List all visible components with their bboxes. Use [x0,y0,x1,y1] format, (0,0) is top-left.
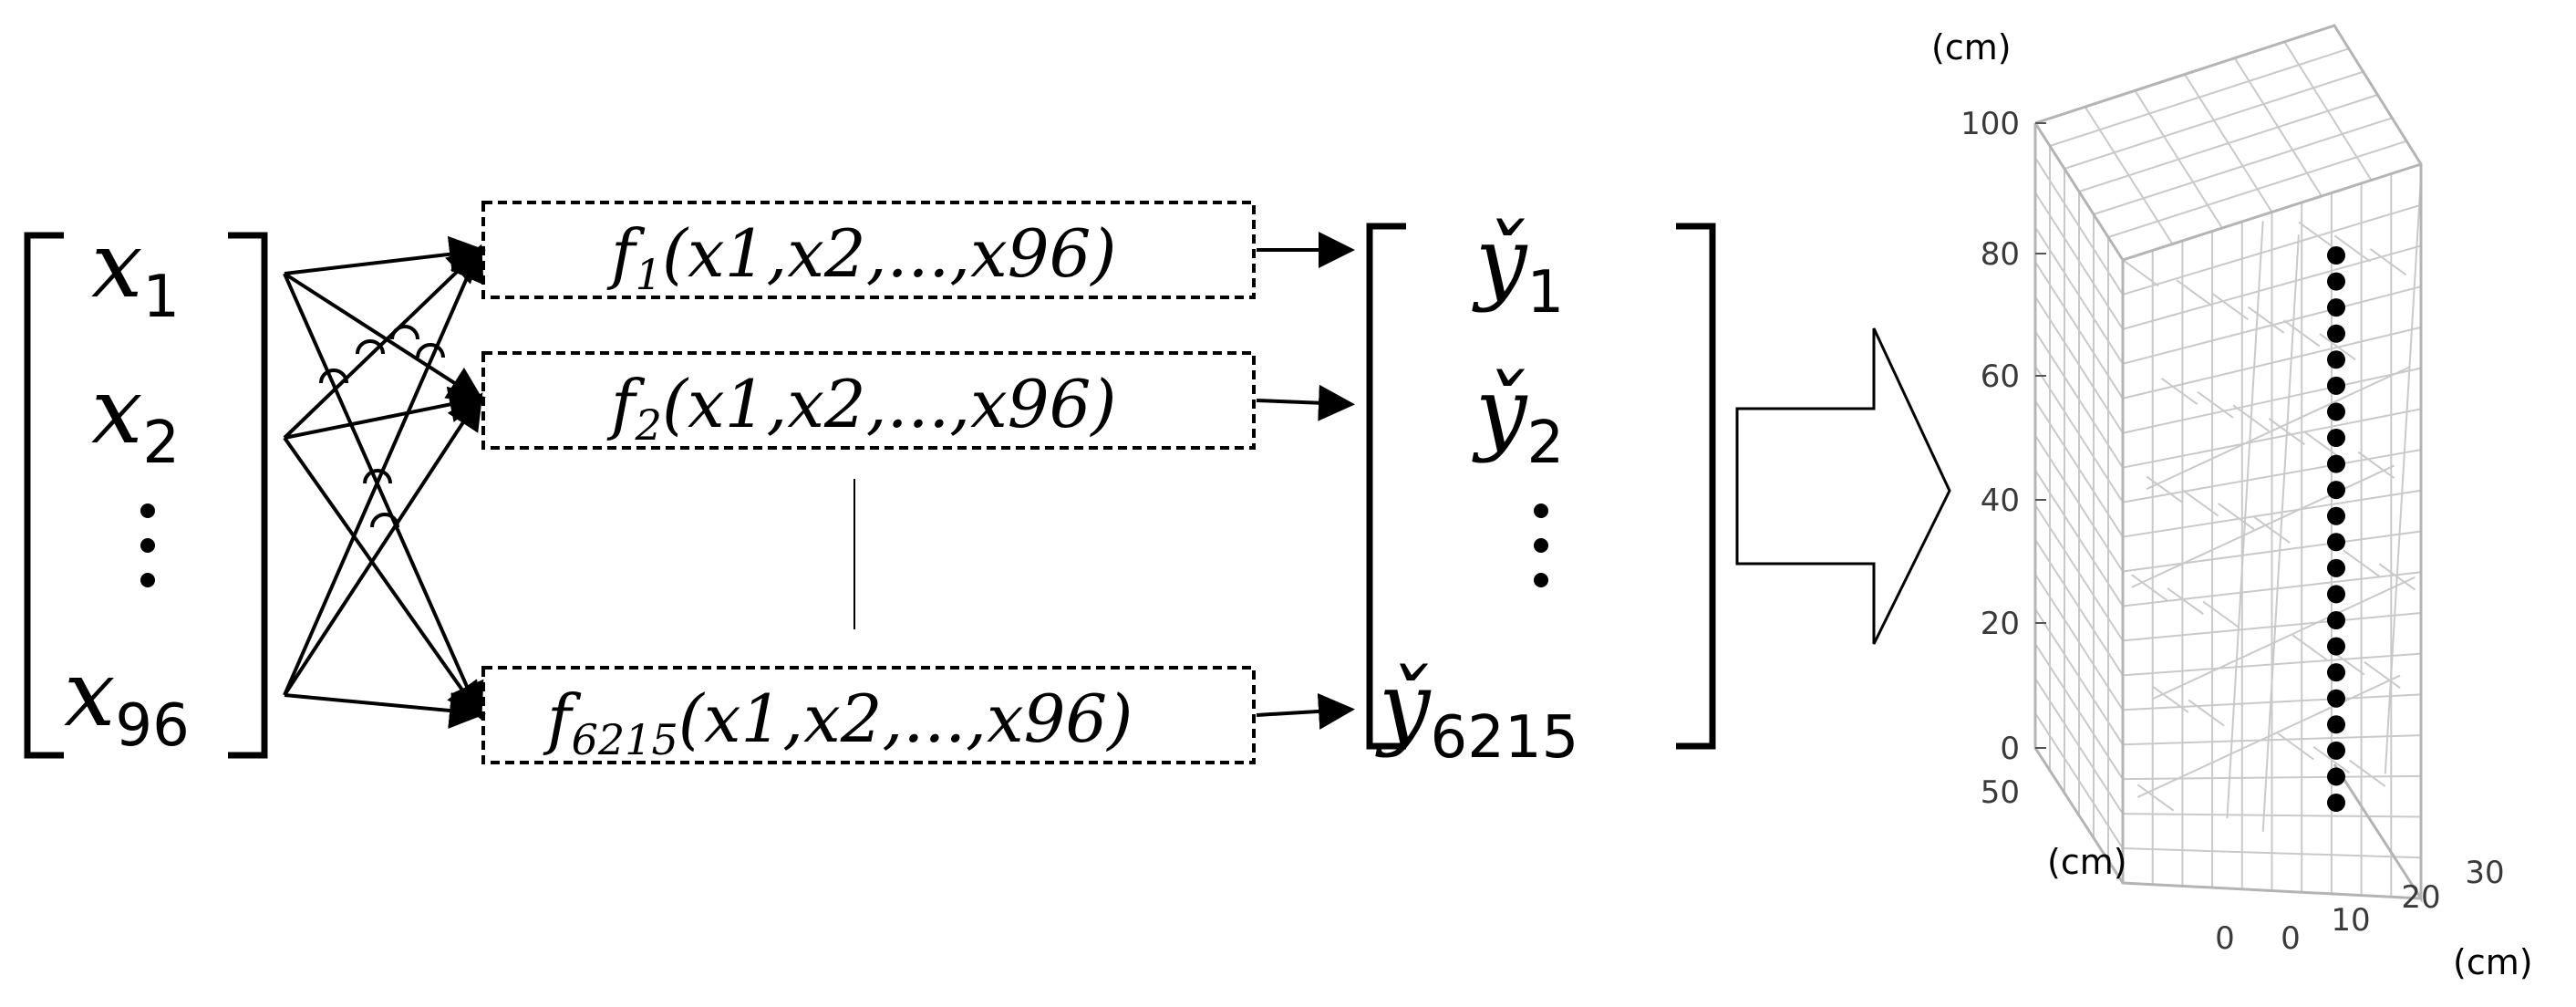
function-box-6215: f6215(x1,x2,...,x96) [481,666,1256,764]
mesh-plot: 100 80 60 40 20 0 (cm) 50 0 (cm) 0 10 20… [1931,24,2533,982]
output-y6215: y̌6215 [1375,652,1578,772]
sensor-point [2327,794,2345,812]
z-tick-40: 40 [1981,483,2020,519]
output-vertical-ellipsis [1534,504,1548,587]
input-left-bracket [24,232,64,759]
z-axis: 100 80 60 40 20 0 (cm) [1931,27,2046,767]
function-2-label: f2(x1,x2,...,x96) [606,366,1117,450]
output-y2: y̌2 [1472,358,1564,477]
sensor-point [2327,663,2345,682]
sensor-point [2327,324,2345,343]
z-axis-unit: (cm) [1931,27,2012,67]
mesh-box-edges [2033,24,2423,904]
z-tick-60: 60 [1981,358,2020,395]
function-box-1: f1(x1,x2,...,x96) [481,201,1256,299]
sensor-point [2327,246,2345,265]
sensor-point-column [2327,246,2345,812]
x-tick-30: 30 [2465,855,2504,891]
sensor-point [2327,376,2345,395]
sensor-point [2327,429,2345,447]
sensor-point [2327,585,2345,604]
function-box-2: f2(x1,x2,...,x96) [481,351,1256,450]
mesh-wireframe [2034,41,2422,898]
function-1-label: f1(x1,x2,...,x96) [606,215,1117,299]
mapping-arrow [1735,327,1951,645]
sensor-point [2327,611,2345,629]
function-output-arrows [1256,232,1355,730]
input-x2: x2 [91,358,180,477]
sensor-point [2327,715,2345,734]
y-axis-unit: (cm) [2047,842,2127,882]
output-y1: y̌1 [1472,207,1564,327]
z-tick-0: 0 [2000,731,2020,767]
sensor-point [2327,558,2345,577]
sensor-point [2327,767,2345,786]
input-x96: x96 [64,640,190,760]
output-left-bracket [1366,223,1406,750]
input-vertical-ellipsis [140,504,155,587]
z-tick-20: 20 [1981,606,2020,642]
x-tick-20: 20 [2401,879,2440,916]
sensor-point [2327,533,2345,552]
output-vector: y̌1 y̌2 y̌6215 [1366,207,1716,772]
sensor-point [2327,689,2345,708]
input-vector: x1 x2 x96 [24,212,268,760]
x-axis-unit: (cm) [2453,942,2533,982]
sensor-point [2327,506,2345,525]
sensor-point [2327,298,2345,317]
sensor-point [2327,454,2345,473]
function-6215-label: f6215(x1,x2,...,x96) [543,680,1133,764]
sensor-point [2327,272,2345,291]
input-x1: x1 [91,212,180,331]
output-right-bracket [1676,223,1716,750]
y-tick-0: 0 [2215,920,2235,957]
input-right-bracket [228,232,268,759]
x-axis: 0 10 20 30 (cm) [2281,855,2532,982]
sensor-point [2327,481,2345,500]
x-tick-0: 0 [2281,920,2301,957]
z-tick-100: 100 [1960,106,2020,142]
y-tick-50: 50 [1981,774,2020,811]
z-tick-80: 80 [1981,236,2020,273]
y-axis: 50 0 (cm) [1981,774,2235,957]
x-tick-10: 10 [2331,902,2370,939]
sensor-point [2327,350,2345,369]
sensor-point [2327,637,2345,656]
sensor-point [2327,402,2345,421]
sensor-point [2327,741,2345,760]
input-function-connections [283,235,486,729]
